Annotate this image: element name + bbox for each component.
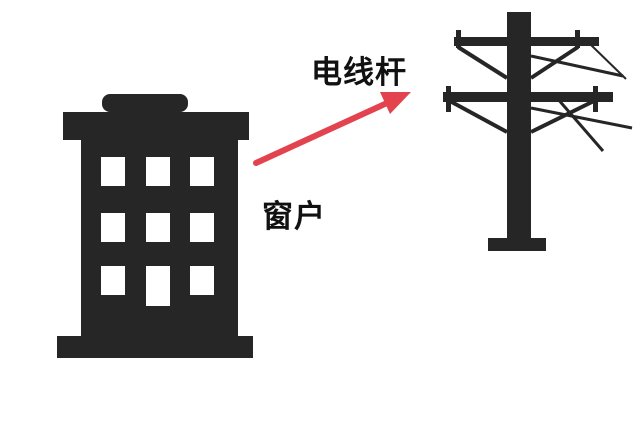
building-icon (57, 94, 253, 358)
utility-pole-icon (443, 12, 633, 251)
arrow-icon (253, 92, 411, 166)
window-label: 窗户 (262, 199, 326, 235)
utility-pole-label: 电线杆 (311, 55, 407, 91)
